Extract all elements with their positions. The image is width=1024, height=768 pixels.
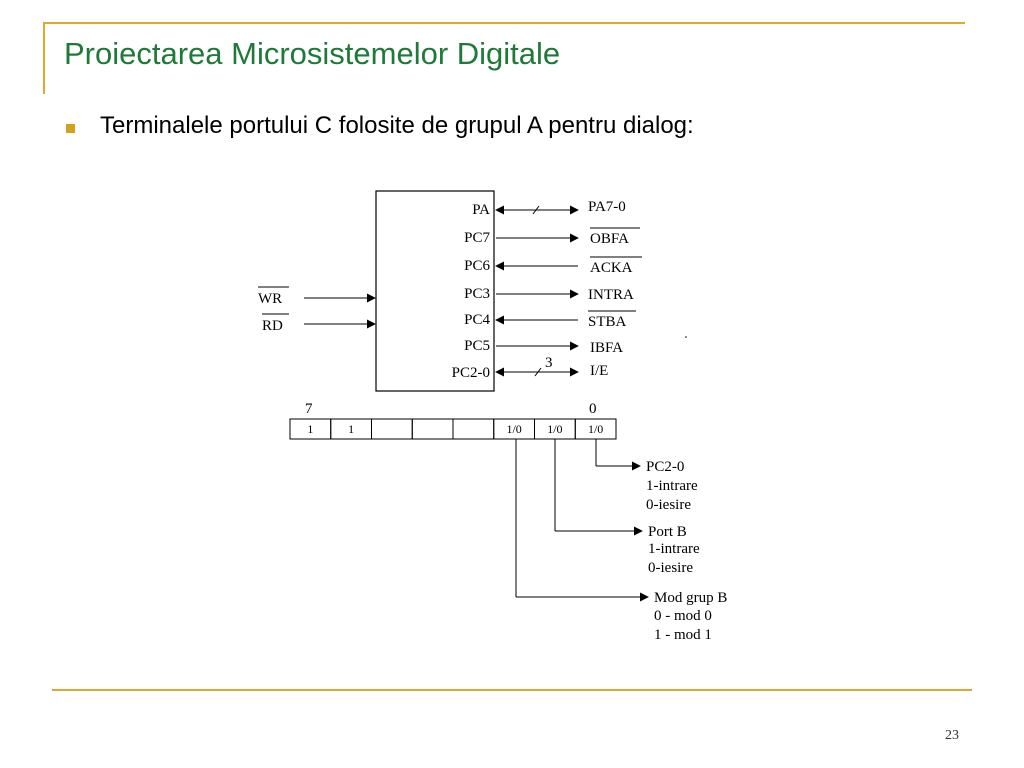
signal-pa7-0: PA7-0 <box>588 199 626 215</box>
register-bit-value: 1 <box>307 422 313 436</box>
signal-ibfa: IBFA <box>590 340 623 356</box>
bottom-rule <box>52 689 972 691</box>
stray-dot <box>685 336 687 338</box>
register-msb-label: 7 <box>305 401 313 417</box>
pin-pc6: PC6 <box>464 258 490 274</box>
left-rule <box>43 22 45 94</box>
register-cell <box>411 418 454 440</box>
output-port-b: Port B 1-intrare 0-iesire <box>648 524 700 576</box>
register-bit-value: 1/0 <box>547 422 562 436</box>
register-bit-value: 1/0 <box>506 422 521 436</box>
rd-label: RD <box>262 318 283 334</box>
output-title: Port B <box>648 524 687 540</box>
chip-block <box>375 190 495 392</box>
signal-obfa: OBFA <box>590 231 629 247</box>
register-lsb-label: 0 <box>589 401 597 417</box>
output-line: 0 - mod 0 <box>654 608 712 624</box>
wr-label: WR <box>258 291 282 307</box>
pa-bus-slash <box>532 205 540 215</box>
signal-acka: ACKA <box>590 260 633 276</box>
output-line: 1-intrare <box>646 478 698 494</box>
bullet-marker <box>66 124 75 133</box>
register-cell <box>452 418 495 440</box>
signal-stba: STBA <box>588 314 627 330</box>
pin-pc7: PC7 <box>464 230 490 246</box>
bullet-text: Terminalele portului C folosite de grupu… <box>100 112 694 139</box>
output-line: 1 - mod 1 <box>654 627 712 643</box>
output-pc2-0: PC2-0 1-intrare 0-iesire <box>646 459 698 513</box>
pin-pa: PA <box>472 202 490 218</box>
page-number: 23 <box>945 728 959 743</box>
pin-pc3: PC3 <box>464 286 490 302</box>
signal-ie: I/E <box>590 363 608 379</box>
register-cell <box>371 418 413 440</box>
output-line: 0-iesire <box>646 497 691 513</box>
pin-pc4: PC4 <box>464 312 490 328</box>
output-line: 0-iesire <box>648 560 693 576</box>
output-mod-grup-b: Mod grup B 0 - mod 0 1 - mod 1 <box>654 590 727 643</box>
slide-title: Proiectarea Microsistemelor Digitale <box>64 36 561 71</box>
register-bit-value: 1 <box>348 422 354 436</box>
output-line: 1-intrare <box>648 541 700 557</box>
bus-width-label: 3 <box>545 355 553 371</box>
control-register: 1 1 1/0 1/0 1/0 <box>289 418 617 440</box>
ie-bus-slash <box>534 367 542 377</box>
signal-intra: INTRA <box>588 287 634 303</box>
pin-pc5: PC5 <box>464 338 490 354</box>
output-title: PC2-0 <box>646 459 684 475</box>
register-bit-value: 1/0 <box>588 422 603 436</box>
pin-pc2-0: PC2-0 <box>452 365 490 381</box>
top-rule <box>43 22 965 24</box>
output-title: Mod grup B <box>654 590 727 606</box>
